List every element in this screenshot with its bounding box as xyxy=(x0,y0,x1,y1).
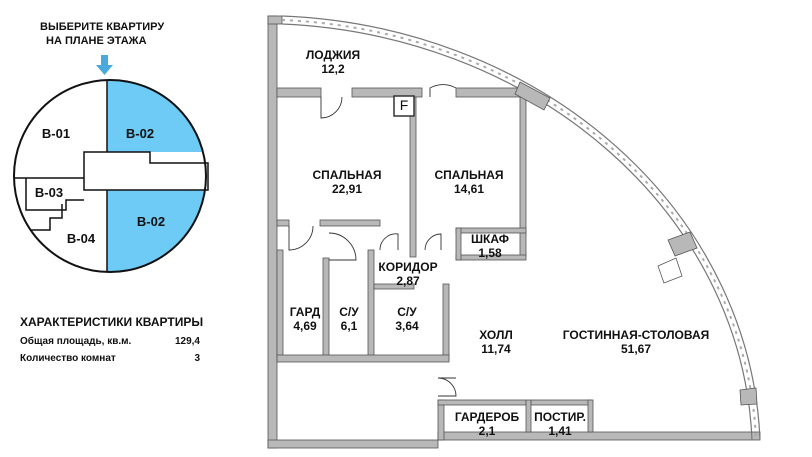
room-area: 4,69 xyxy=(293,319,317,333)
door-loggia-left xyxy=(320,96,343,119)
room-area: 6,1 xyxy=(340,319,358,333)
unit-label-b01[interactable]: В-01 xyxy=(41,126,71,141)
room-name: С/У xyxy=(397,305,417,319)
char-value: 129,4 xyxy=(174,336,200,347)
down-arrow-icon xyxy=(96,55,113,75)
shaft-label: F xyxy=(399,97,409,113)
char-value: 3 xyxy=(194,353,200,364)
room-name: СПАЛЬНАЯ xyxy=(434,168,504,182)
room-name: ГАРДЕРОБ xyxy=(454,410,520,424)
unit-label-b02-top[interactable]: В-02 xyxy=(125,126,155,141)
selector-title-line1: ВЫБЕРИТЕ КВАРТИРУ xyxy=(40,21,165,33)
room-area: 3,64 xyxy=(395,319,419,333)
room-area: 1,41 xyxy=(548,424,572,438)
selector-title: ВЫБЕРИТЕ КВАРТИРУ НА ПЛАНЕ ЭТАЖА xyxy=(40,20,190,48)
room-area: 12,2 xyxy=(321,62,345,76)
room-area: 1,58 xyxy=(478,246,502,260)
room-area: 22,91 xyxy=(331,182,363,196)
room-area: 51,67 xyxy=(620,342,652,356)
room-name: ШКАФ xyxy=(471,232,509,246)
unit-label-b03[interactable]: В-03 xyxy=(34,185,64,200)
ventilation-shaft xyxy=(393,95,415,117)
char-row-area: Общая площадь, кв.м. 129,4 xyxy=(20,336,200,347)
selector-title-line2: НА ПЛАНЕ ЭТАЖА xyxy=(46,35,147,47)
room-area: 2,87 xyxy=(396,274,420,288)
char-label: Общая площадь, кв.м. xyxy=(20,336,132,347)
room-name: СПАЛЬНАЯ xyxy=(312,168,382,182)
room-name: С/У xyxy=(339,305,359,319)
unit-label-b04[interactable]: В-04 xyxy=(66,231,96,246)
room-area: 2,1 xyxy=(478,424,496,438)
char-label: Количество комнат xyxy=(20,353,116,364)
room-name: ПОСТИР. xyxy=(534,410,586,424)
unit-label-b02-bottom[interactable]: В-02 xyxy=(136,214,166,229)
room-name: ГАРД xyxy=(289,305,321,319)
characteristics-title: ХАРАКТЕРИСТИКИ КВАРТИРЫ xyxy=(20,315,204,329)
char-row-rooms: Количество комнат 3 xyxy=(20,353,200,364)
room-area: 11,74 xyxy=(481,342,511,356)
room-laundry: ПОСТИР.1,41 xyxy=(534,410,586,438)
room-name: КОРИДОР xyxy=(378,260,438,274)
room-name: ГОСТИННАЯ-СТОЛОВАЯ xyxy=(562,328,710,342)
room-name: ЛОДЖИЯ xyxy=(305,48,361,62)
room-name: ХОЛЛ xyxy=(479,328,513,342)
room-area: 14,61 xyxy=(453,182,485,196)
